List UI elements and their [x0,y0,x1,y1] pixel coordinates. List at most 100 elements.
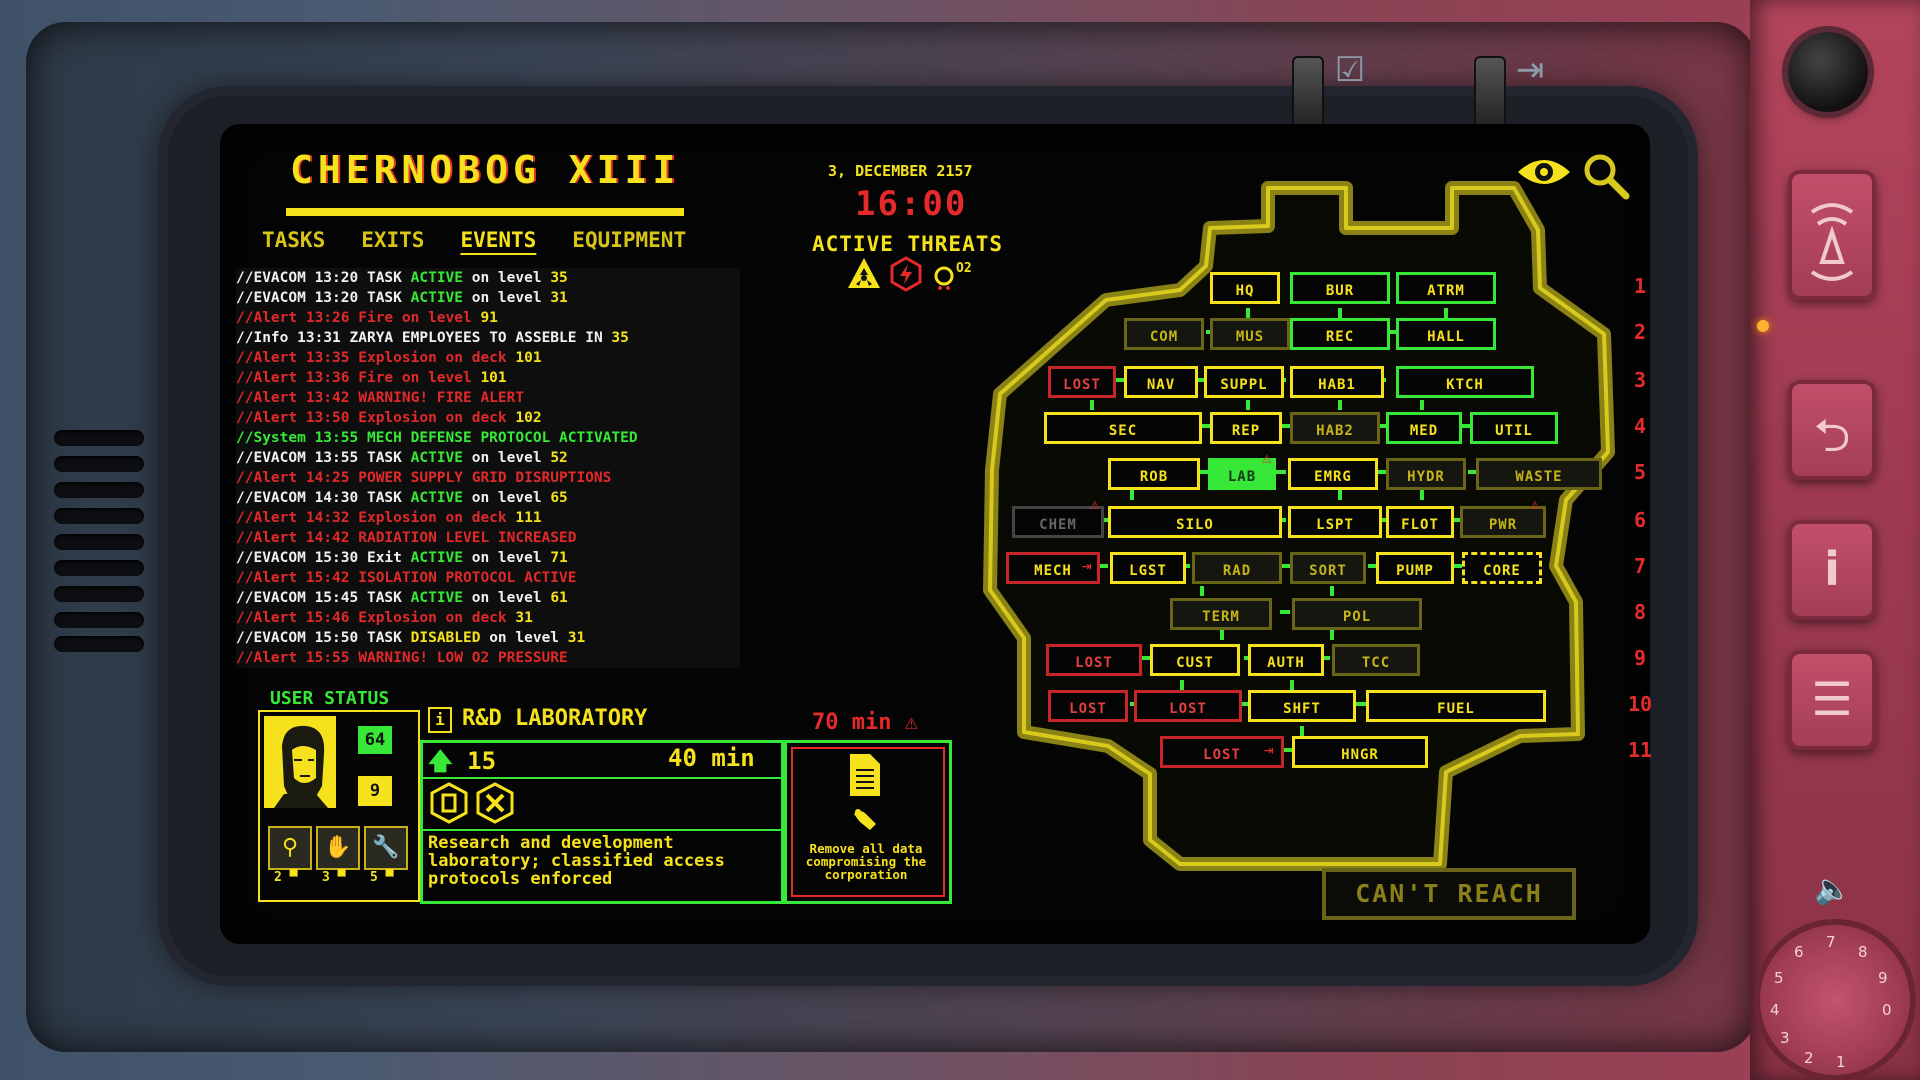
log-entry: //Alert 13:26 Fire on level 91 [236,310,498,326]
oxygen-icon[interactable]: O2 [930,256,972,292]
room-lost-9[interactable]: LOST [1046,644,1142,676]
room-med[interactable]: MED [1386,412,1462,444]
room-rec[interactable]: REC [1290,318,1390,350]
exit-toggle-switch[interactable] [1474,56,1506,130]
room-hab1[interactable]: HAB1 [1290,366,1384,398]
current-date: 3, DECEMBER 2157 [828,162,973,180]
power-knob[interactable] [1788,32,1868,112]
level-number: 7 [1633,554,1647,578]
checklist-icon[interactable]: ☑ [1334,50,1366,90]
room-lost-10b[interactable]: LOST [1134,690,1242,722]
room-hydr[interactable]: HYDR [1386,458,1466,490]
room-fuel[interactable]: FUEL [1366,690,1546,722]
room-lgst[interactable]: LGST [1110,552,1186,584]
tools-hex-icon[interactable] [476,782,514,824]
exit-hex-icon[interactable] [430,782,468,824]
event-log[interactable]: //EVACOM 13:20 TASK ACTIVE on level 35 //… [236,268,740,668]
search-icon[interactable] [1580,150,1630,200]
room-tcc[interactable]: TCC [1332,644,1420,676]
room-nav[interactable]: NAV [1124,366,1198,398]
room-mech[interactable]: MECH [1006,552,1100,584]
title-underline [286,208,684,216]
room-hngr[interactable]: HNGR [1292,736,1428,768]
log-entry: //Alert 14:32 Explosion on deck 111 [236,510,542,526]
room-chem[interactable]: CHEM [1012,506,1104,538]
room-silo[interactable]: SILO [1108,506,1282,538]
magnifier-icon[interactable]: ⚲ [268,826,312,870]
room-core[interactable]: CORE [1462,552,1542,584]
mission-panel[interactable] [784,740,952,904]
tab-equipment[interactable]: EQUIPMENT [572,228,687,252]
room-mus[interactable]: MUS [1210,318,1290,350]
room-bur[interactable]: BUR [1290,272,1390,304]
room-pump[interactable]: PUMP [1376,552,1454,584]
room-rad[interactable]: RAD [1192,552,1282,584]
skill-count-hand: 3 ▀ [322,870,346,885]
radiation-icon[interactable] [846,256,882,292]
menu-icon: ☰ [1811,672,1853,726]
cant-reach-button[interactable]: CAN'T REACH [1322,868,1576,920]
room-util[interactable]: UTIL [1470,412,1558,444]
room-waste[interactable]: WASTE [1476,458,1602,490]
back-button[interactable]: ⮌ [1788,380,1876,480]
room-pol[interactable]: POL [1292,598,1422,630]
eye-icon[interactable] [1516,152,1572,192]
room-cust[interactable]: CUST [1150,644,1240,676]
room-hab2[interactable]: HAB2 [1290,412,1380,444]
volume-icon[interactable]: 🔈 [1814,872,1852,907]
exit-door-icon[interactable]: ⇥ [1515,50,1545,90]
hand-icon[interactable]: ✋ [316,826,360,870]
avatar[interactable] [264,716,336,808]
room-auth[interactable]: AUTH [1248,644,1324,676]
room-flot[interactable]: FLOT [1386,506,1454,538]
tab-events[interactable]: EVENTS [460,228,537,252]
room-lost-3[interactable]: LOST [1048,366,1116,398]
room-pwr[interactable]: PWR [1460,506,1546,538]
log-entry: //Alert 15:55 WARNING! LOW O2 PRESSURE [236,650,568,666]
tab-tasks[interactable]: TASKS [262,228,326,252]
room-lost-10a[interactable]: LOST [1048,690,1128,722]
room-rob[interactable]: ROB [1108,458,1200,490]
power-icon[interactable] [888,256,924,292]
arrow-up-icon: 🡅 [428,747,453,775]
oxygen-label: O2 [956,261,972,276]
log-entry: //EVACOM 14:30 TASK ACTIVE on level 65 [236,490,568,506]
wrench-icon[interactable]: 🔧 [364,826,408,870]
room-com[interactable]: COM [1124,318,1204,350]
room-level: 🡅 15 [428,747,497,775]
active-threats-label: ACTIVE THREATS [812,232,1004,256]
room-lab[interactable]: LAB [1208,458,1276,490]
tab-exits[interactable]: EXITS [361,228,425,252]
room-lost-11[interactable]: LOST [1160,736,1284,768]
room-emrg[interactable]: EMRG [1288,458,1378,490]
skill-count-repair: 5 ▀ [370,870,394,885]
warning-icon: ⚠ [904,710,918,735]
room-ktch[interactable]: KTCH [1396,366,1534,398]
room-suppl[interactable]: SUPPL [1204,366,1284,398]
info-button[interactable]: i [1788,520,1876,620]
tasks-toggle-switch[interactable] [1292,56,1324,130]
log-entry: //Info 13:31 ZARYA EMPLOYEES TO ASSEBLE … [236,330,629,346]
room-info-panel [420,740,784,904]
room-sec[interactable]: SEC [1044,412,1202,444]
room-hall[interactable]: HALL [1396,318,1496,350]
character-portrait [264,716,336,808]
signal-button[interactable] [1788,170,1876,300]
menu-button[interactable]: ☰ [1788,650,1876,750]
rotary-dial[interactable]: 7 8 9 0 6 5 4 3 2 1 [1760,925,1910,1075]
log-entry: //Alert 13:35 Explosion on deck 101 [236,350,542,366]
room-rep[interactable]: REP [1210,412,1282,444]
room-shft[interactable]: SHFT [1248,690,1356,722]
log-entry: //Alert 15:42 ISOLATION PROTOCOL ACTIVE [236,570,577,586]
room-lspt[interactable]: LSPT [1288,506,1382,538]
room-term[interactable]: TERM [1170,598,1272,630]
room-sort[interactable]: SORT [1290,552,1366,584]
log-entry: //EVACOM 15:50 TASK DISABLED on level 31 [236,630,586,646]
warning-icon: ⚠ [1090,494,1100,513]
room-atrm[interactable]: ATRM [1396,272,1496,304]
level-number: 9 [1633,646,1647,670]
log-entry: //EVACOM 13:20 TASK ACTIVE on level 35 [236,270,568,286]
log-entry: //Alert 15:46 Explosion on deck 31 [236,610,533,626]
room-hq[interactable]: HQ [1210,272,1280,304]
